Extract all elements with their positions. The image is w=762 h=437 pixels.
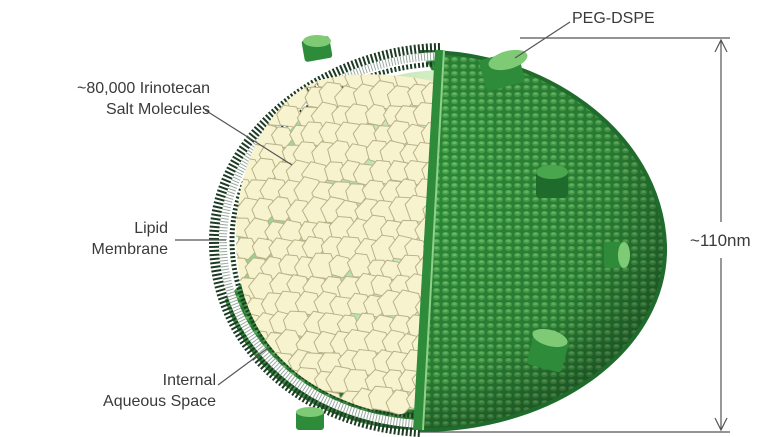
peg-dspe-mid <box>536 165 568 198</box>
irinotecan-label-line1: ~80,000 Irinotecan <box>0 78 210 99</box>
irinotecan-label: ~80,000 Irinotecan Salt Molecules <box>0 78 210 120</box>
irinotecan-molecule <box>229 67 252 89</box>
peg-leader-line <box>515 22 570 58</box>
irinotecan-molecule <box>277 65 303 89</box>
irinotecan-molecule <box>243 64 271 90</box>
aqueous-space-label: Internal Aqueous Space <box>0 370 216 412</box>
peg-dspe-bottom-left <box>296 407 324 430</box>
aqueous-leader-line <box>218 348 268 385</box>
irinotecan-molecule <box>263 67 286 89</box>
peg-dspe-label: PEG-DSPE <box>572 8 655 29</box>
irinotecan-molecule <box>224 369 253 395</box>
peg-dspe-right <box>604 242 630 268</box>
lipid-membrane-label: Lipid Membrane <box>0 218 168 260</box>
irinotecan-molecule <box>237 89 261 110</box>
aqueous-label-line2: Aqueous Space <box>0 391 216 412</box>
irinotecan-molecule <box>236 392 258 413</box>
peg-dspe-left-top <box>301 35 332 62</box>
lipid-label-line1: Lipid <box>0 218 168 239</box>
irinotecan-molecule <box>229 103 254 126</box>
irinotecan-label-line2: Salt Molecules <box>0 99 210 120</box>
irinotecan-molecule <box>255 89 278 109</box>
irinotecan-molecule <box>243 103 269 127</box>
size-label: ~110nm <box>690 230 751 251</box>
irinotecan-molecule <box>251 389 280 417</box>
aqueous-label-line1: Internal <box>0 370 216 391</box>
lipid-label-line2: Membrane <box>0 239 168 260</box>
